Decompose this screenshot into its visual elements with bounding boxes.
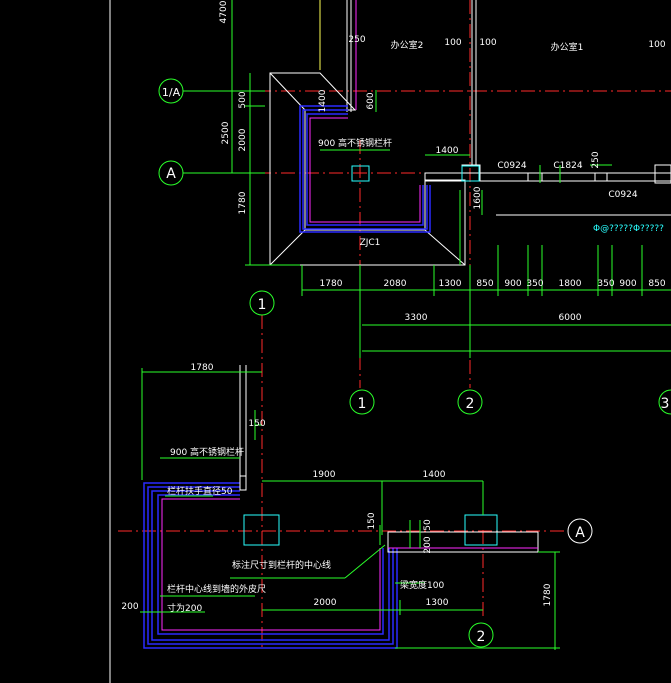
chain-dim-1780: 1780 — [320, 279, 343, 289]
detail-column-2 — [464, 514, 498, 546]
rebar-note: Φ@?????Φ????? — [593, 224, 664, 234]
dim-100-b: 100 — [479, 38, 496, 48]
detail-grid-A: A — [567, 518, 593, 544]
detail-dim-150b: 150 — [367, 512, 377, 529]
svg-text:A: A — [575, 525, 585, 541]
dim-lines-detail — [140, 368, 560, 650]
grid-bubble-1: 1 — [349, 389, 375, 415]
balcony-rail — [299, 105, 431, 233]
chain-dim-850b: 850 — [648, 279, 665, 289]
detail-grid-2: 2 — [468, 622, 494, 648]
detail-wall-note-2: 寸为200 — [167, 602, 202, 614]
dim-1400-v: 1400 — [318, 89, 328, 112]
chain-dim-900: 900 — [504, 279, 521, 289]
chain-dim-350b: 350 — [597, 279, 614, 289]
dim-2500: 2500 — [221, 121, 231, 144]
svg-text:A: A — [166, 166, 176, 182]
svg-text:1: 1 — [258, 297, 267, 313]
detail-dim-1900: 1900 — [313, 470, 336, 480]
detail-wall-note: 栏杆中心线到墙的外皮尺 — [167, 583, 266, 595]
window-c1824: C1824 — [553, 161, 582, 171]
grid-bubble-2: 2 — [457, 389, 483, 415]
detail-dim-200: 200 — [423, 536, 433, 553]
grid-bubble-3: 3 — [658, 389, 671, 415]
grid-bubble-A: A — [158, 160, 184, 186]
chain-dim-900b: 900 — [619, 279, 636, 289]
detail-rail-magenta — [161, 498, 381, 631]
rail-note-top: 900 高不锈钢栏杆 — [318, 137, 392, 149]
detail-dim-200-left: 200 — [121, 602, 138, 612]
dim-100-a: 100 — [444, 38, 461, 48]
chain-dim-2080: 2080 — [384, 279, 407, 289]
dim-500: 500 — [238, 91, 248, 108]
room-office-2: 办公室2 — [391, 39, 424, 51]
dim-1400: 1400 — [436, 146, 459, 156]
chain-dim-850: 850 — [476, 279, 493, 289]
detail-grid-1: 1 — [249, 290, 275, 316]
dim-lines-top — [225, 0, 671, 358]
svg-text:3: 3 — [661, 396, 670, 412]
svg-text:2: 2 — [466, 396, 475, 412]
detail-beam — [387, 531, 539, 553]
grid-bubble-1A: 1/A — [158, 78, 184, 104]
svg-text:1: 1 — [358, 396, 367, 412]
detail-dim-1400: 1400 — [423, 470, 446, 480]
room-office-1: 办公室1 — [551, 41, 584, 53]
dim-100-c: 100 — [648, 40, 665, 50]
door-c0924-a: C0924 — [497, 161, 526, 171]
balcony-rail-magenta — [309, 117, 421, 223]
dim-1600: 1600 — [473, 186, 483, 209]
detail-dim-1300: 1300 — [426, 598, 449, 608]
detail-column-1 — [243, 514, 280, 546]
svg-text:2: 2 — [477, 629, 486, 645]
column-label: ZJC1 — [360, 238, 381, 248]
detail-plan: 1 A 2 — [118, 290, 593, 650]
span-dim-3300: 3300 — [405, 313, 428, 323]
detail-dim-2000: 2000 — [314, 598, 337, 608]
chain-dim-1800: 1800 — [559, 279, 582, 289]
detail-handrail-note: 栏杆扶手直径50 — [167, 485, 233, 497]
dim-250-top: 250 — [348, 35, 365, 45]
walls — [346, 0, 671, 184]
dim-4700: 4700 — [219, 0, 229, 23]
detail-dim-1780-right: 1780 — [543, 583, 553, 606]
detail-dim-1780: 1780 — [191, 363, 214, 373]
dim-250-door: 250 — [591, 151, 601, 168]
column-mark — [461, 165, 480, 182]
detail-center-note: 标注尺寸到栏杆的中心线 — [232, 559, 331, 571]
dim-2000: 2000 — [238, 128, 248, 151]
detail-dim-150: 150 — [248, 419, 265, 429]
chain-dim-1300: 1300 — [439, 279, 462, 289]
column-mark — [351, 165, 370, 182]
detail-rail-note: 900 高不锈钢栏杆 — [170, 446, 244, 458]
detail-dim-50: 50 — [423, 519, 433, 531]
detail-beam-note: 梁宽度100 — [400, 579, 444, 591]
svg-text:1/A: 1/A — [162, 86, 181, 99]
dim-600: 600 — [366, 92, 376, 109]
detail-rail — [143, 482, 398, 649]
chain-dim-350: 350 — [526, 279, 543, 289]
dim-1780-v: 1780 — [238, 191, 248, 214]
door-c0924-b: C0924 — [608, 190, 637, 200]
span-dim-6000: 6000 — [559, 313, 582, 323]
top-plan: 1/A A 1 2 3 4700 500 2500 2000 1780 600 … — [158, 0, 671, 415]
